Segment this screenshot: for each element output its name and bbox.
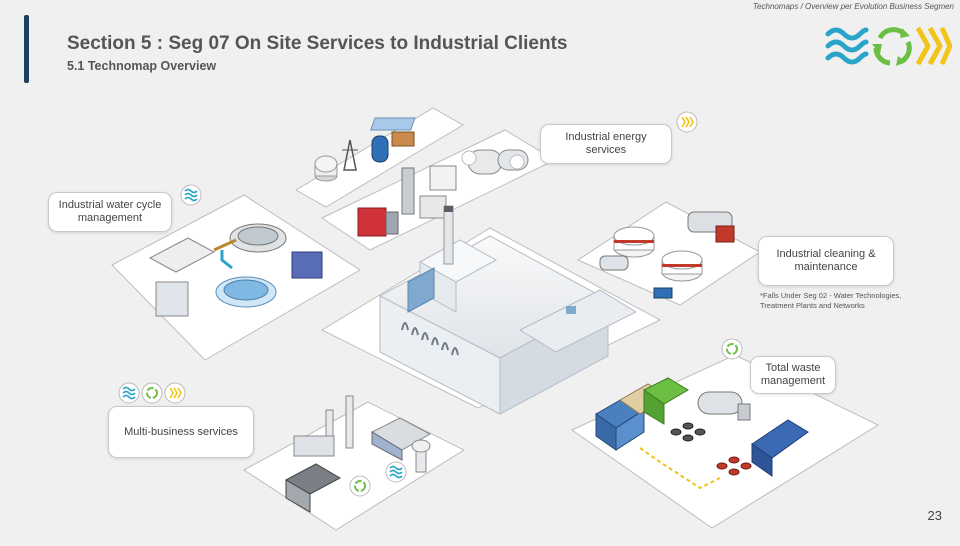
callout-cleaning-label-line2: maintenance (794, 261, 858, 273)
brand-logo (825, 26, 952, 66)
water-waves-icon (122, 386, 136, 400)
callout-water-label-line1: Industrial water cycle (58, 199, 162, 211)
tile-multi-business (243, 401, 466, 531)
breadcrumb: Technomaps / Overview per Evolution Busi… (752, 2, 954, 11)
callout-waste-label-line2: management (760, 375, 826, 387)
callout-industrial-energy-services: Industrial energy services (540, 124, 672, 164)
central-plant-building (378, 205, 638, 415)
water-waves-icon (389, 465, 403, 479)
page-subtitle: 5.1 Technomap Overview (67, 59, 217, 73)
title-accent-bar (24, 15, 29, 83)
energy-chevrons-icon (169, 387, 182, 399)
multi-business-equipment (284, 395, 432, 513)
callout-waste-label-line1: Total waste (765, 362, 821, 374)
badge-water-callout (180, 184, 202, 206)
callout-industrial-water-cycle: Industrial water cycle management (48, 192, 172, 232)
page-number: 23 (927, 508, 942, 523)
footnote-line1: *Falls Under Seg 02 - Water Technologies… (760, 291, 902, 300)
badge-multi-tile-waste (349, 475, 371, 497)
badge-energy-plant (461, 150, 525, 170)
cleaning-footnote: *Falls Under Seg 02 - Water Technologies… (760, 291, 940, 311)
callout-energy-label: Industrial energy services (565, 131, 647, 156)
badge-waste-callout (721, 338, 743, 360)
page-title: Section 5 : Seg 07 On Site Services to I… (67, 33, 568, 54)
callout-multi-label: Multi-business services (124, 425, 238, 438)
callout-industrial-cleaning: Industrial cleaning & maintenance (758, 236, 894, 286)
recycle-arrows-icon (872, 27, 912, 66)
water-cycle-equipment (148, 223, 323, 317)
callout-total-waste: Total waste management (750, 356, 836, 394)
recycle-arrows-icon (726, 343, 738, 355)
energy-storage-equipment (314, 117, 416, 182)
badge-multi-tile-water (385, 461, 407, 483)
waste-equipment (595, 377, 809, 490)
cleaning-equipment (599, 211, 735, 299)
water-waves-icon (184, 188, 198, 202)
energy-plant-equipment (357, 149, 529, 237)
callout-water-label-line2: management (77, 212, 143, 224)
badge-multi-callout (118, 382, 186, 404)
callout-cleaning-label-line1: Industrial cleaning & (776, 248, 876, 260)
footnote-line2: Treatment Plants and Networks (760, 301, 865, 310)
water-waves-icon (825, 27, 869, 65)
energy-chevrons-icon (681, 116, 694, 128)
recycle-arrows-icon (354, 480, 366, 492)
energy-chevrons-icon (915, 26, 952, 66)
callout-multi-business: Multi-business services (108, 406, 254, 458)
badge-energy-callout (676, 111, 698, 133)
recycle-arrows-icon (146, 387, 158, 399)
